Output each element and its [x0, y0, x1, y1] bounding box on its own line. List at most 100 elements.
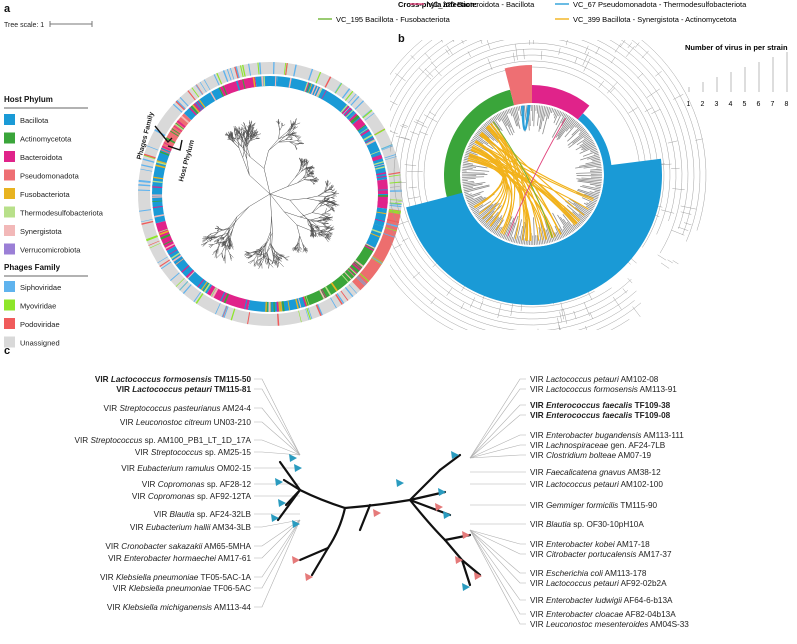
- virus-count-title: Number of virus in per strain: [685, 43, 788, 52]
- host-phylum-tick: [252, 77, 256, 88]
- phage-family-tick: [354, 100, 364, 110]
- legend-swatch: [4, 281, 15, 292]
- host-phylum-tick: [288, 77, 292, 88]
- virus-count-bar-mark: [474, 134, 489, 145]
- host-phylum-sector: [364, 207, 388, 251]
- host-phylum-tick: [359, 127, 369, 135]
- virus-count-bar-mark: [585, 205, 593, 211]
- clade-triangle: [278, 499, 286, 507]
- virus-count-bar-mark: [587, 155, 600, 160]
- virus-count-value: 2: [701, 101, 705, 108]
- host-phylum-tick: [152, 194, 163, 196]
- virus-count-bar-mark: [568, 132, 589, 149]
- host-phylum-tick: [345, 109, 354, 118]
- host-phylum-tick: [373, 161, 384, 166]
- host-phylum-tick: [211, 287, 218, 298]
- virus-count-bar-mark: [538, 105, 544, 132]
- virus-count-bar-mark: [489, 215, 503, 232]
- phage-family-tick: [138, 184, 151, 187]
- virus-count-bar-mark: [465, 190, 484, 198]
- leaf-label: VIR Clostridium bolteae AM07-19: [530, 451, 652, 460]
- virus-count-bar-mark: [561, 114, 568, 124]
- host-phylum-tick: [152, 180, 163, 183]
- virus-count-bar-mark: [583, 202, 594, 209]
- clade-triangle: [462, 531, 470, 539]
- phage-family-tick: [344, 90, 354, 101]
- leaf-label: VIR Enterococcus faecalis TF109-08: [530, 411, 671, 420]
- host-phylum-tick: [377, 201, 388, 205]
- virus-count-bar-mark: [566, 221, 575, 232]
- phage-family-tick: [138, 179, 151, 183]
- leaf-label: VIR Lachnospiraceae gen. AF24-7LB: [530, 441, 666, 450]
- phage-family-tick: [139, 209, 152, 212]
- virus-count-bar-mark: [524, 105, 527, 121]
- host-phylum-tick: [160, 233, 171, 239]
- clade-triangle: [271, 514, 279, 522]
- host-phylum-tick: [203, 283, 211, 293]
- tree-branch: [460, 558, 482, 577]
- phage-family-tick: [138, 180, 151, 184]
- phage-family-tick: [230, 308, 236, 321]
- host-phylum-tick: [174, 123, 184, 131]
- leaf-label: VIR Streptococcus pasteurianus AM24-4: [104, 404, 252, 413]
- virus-count-bar-mark: [463, 184, 490, 192]
- tree-scale-label: Tree scale: 1: [4, 22, 44, 29]
- virus-count-bar-mark: [466, 193, 481, 200]
- virus-count-bar-mark: [550, 108, 554, 114]
- panel-b-letter: b: [398, 33, 405, 45]
- virus-count-bar-mark: [562, 214, 576, 231]
- virus-count-bar-mark: [540, 106, 546, 130]
- phage-family-tick: [381, 145, 394, 151]
- virus-count-bar-mark: [567, 126, 583, 142]
- virus-count-bar-mark: [551, 113, 566, 138]
- host-phylum-tick: [152, 200, 163, 202]
- phage-family-legend-title: Phages Family: [4, 263, 61, 272]
- virus-count-bar-mark: [462, 178, 476, 180]
- virus-count-bar-mark: [492, 116, 503, 132]
- phage-family-tick: [364, 112, 375, 121]
- tree-branch: [326, 506, 347, 550]
- virus-count-bar-mark: [462, 172, 485, 174]
- host-phylum-sector: [504, 65, 532, 106]
- phage-family-tick: [348, 284, 358, 294]
- phage-family-tick: [381, 144, 393, 150]
- phage-family-tick: [324, 76, 332, 88]
- phage-family-tick: [239, 65, 244, 78]
- virus-count-bar-mark: [589, 191, 600, 195]
- host-phylum-tick: [225, 84, 231, 95]
- phage-family-tick: [221, 305, 227, 318]
- virus-count-bar-mark: [581, 141, 594, 149]
- virus-count-bar-mark: [590, 149, 598, 153]
- phage-family-tick: [179, 281, 189, 291]
- host-phylum-sector: [160, 113, 192, 155]
- virus-count-bar-mark: [475, 132, 484, 139]
- host-phylum-tick: [374, 166, 386, 170]
- legend-label: Bacteroidota: [20, 153, 63, 162]
- phage-family-tick: [187, 90, 196, 101]
- virus-count-bar-mark: [555, 115, 570, 138]
- virus-count-bar-mark: [580, 153, 599, 161]
- host-phylum-tick: [160, 150, 170, 155]
- host-phylum-tick: [363, 134, 373, 141]
- virus-count-bar-mark: [507, 222, 515, 241]
- phage-family-tick: [179, 96, 189, 107]
- virus-count-bar-mark: [582, 185, 601, 190]
- virus-count-bar-mark: [494, 115, 498, 121]
- phage-family-tick: [383, 232, 395, 238]
- virus-count-bar-mark: [590, 157, 600, 161]
- tree-branch: [443, 538, 464, 562]
- virus-count-bar-mark: [578, 128, 586, 135]
- host-phylum-tick: [210, 91, 217, 101]
- phage-family-tick: [160, 261, 172, 270]
- virus-count-value: 7: [771, 101, 775, 108]
- host-phylum-legend-title: Host Phylum: [4, 95, 53, 104]
- virus-count-bar-mark: [479, 127, 495, 141]
- legend-label: Fusobacteriota: [20, 190, 70, 199]
- legend-label: Podoviridae: [20, 320, 60, 329]
- panel-a-letter: a: [4, 3, 11, 15]
- cross-phyla-link: [468, 156, 547, 240]
- host-phylum-tick: [373, 223, 384, 229]
- virus-count-bar-mark: [554, 225, 562, 239]
- virus-count-bar-mark: [494, 219, 504, 235]
- legend-swatch: [4, 188, 15, 199]
